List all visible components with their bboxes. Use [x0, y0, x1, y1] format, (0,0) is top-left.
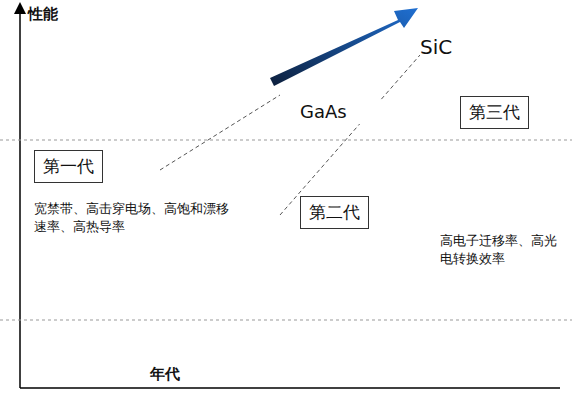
trend-arrow — [270, 8, 418, 86]
text-label: 年代 — [150, 364, 210, 384]
text-label: 性能 — [28, 4, 88, 24]
guide-line — [0, 320, 572, 321]
guide-line — [280, 55, 420, 215]
generation-label: 第三代 — [469, 101, 520, 124]
generation-box: 第三代 — [460, 96, 529, 129]
text-label: GaAs — [300, 100, 380, 124]
generation-label: 第一代 — [43, 155, 94, 178]
generation-box: 第二代 — [300, 196, 369, 229]
guide-line — [0, 140, 572, 141]
generation-box: 第一代 — [34, 150, 103, 183]
text-label: SiC — [420, 34, 480, 61]
generation-label: 第二代 — [309, 201, 360, 224]
text-label: 宽禁带、高击穿电场、高饱和漂移速率、高热导率 — [34, 200, 234, 235]
text-label: 高电子迁移率、高光电转换效率 — [440, 232, 568, 267]
x-axis — [20, 387, 560, 389]
y-axis — [19, 8, 21, 388]
guide-line — [160, 95, 280, 170]
